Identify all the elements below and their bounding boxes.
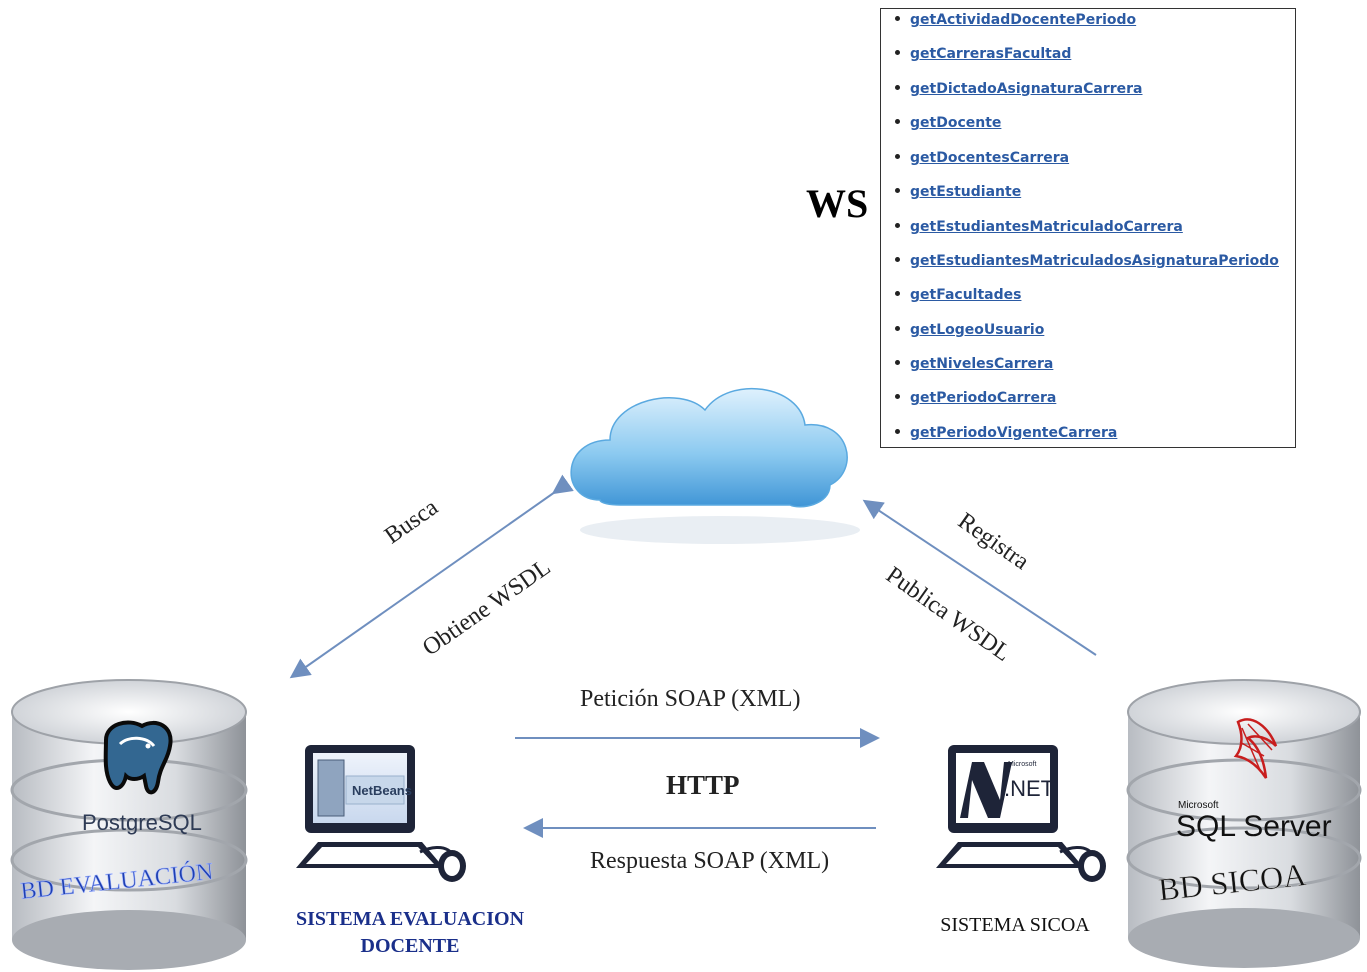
ws-method-item[interactable]: getDocente — [895, 112, 1001, 134]
right-database-icon — [1126, 679, 1362, 968]
net-screen-text: .NET — [1004, 776, 1054, 801]
ws-method-item[interactable]: getDocentesCarrera — [895, 147, 1069, 169]
ws-method-item[interactable]: getNivelesCarrera — [895, 353, 1053, 375]
cloud-icon — [570, 387, 860, 544]
left-system-name-line2: DOCENTE — [360, 935, 460, 957]
left-computer-icon — [296, 745, 466, 882]
ws-method-link[interactable]: getDictadoAsignaturaCarrera — [910, 81, 1143, 97]
postgresql-label: PostgreSQL — [82, 810, 202, 835]
left-system-name-line1: SISTEMA EVALUACION — [295, 908, 525, 930]
request-label: Petición SOAP (XML) — [580, 686, 801, 712]
right-system-label: SISTEMA SICOA — [940, 914, 1090, 936]
ws-method-item[interactable]: getCarrerasFacultad — [895, 43, 1071, 65]
netbeans-screen-text: NetBeans — [352, 783, 412, 798]
right-computer-icon — [936, 745, 1106, 882]
ws-method-item[interactable]: getPeriodoVigenteCarrera — [895, 422, 1117, 444]
ws-method-item[interactable]: getPeriodoCarrera — [895, 387, 1056, 409]
ws-method-item[interactable]: getEstudiantesMatriculadoCarrera — [895, 216, 1183, 238]
ws-method-item[interactable]: getFacultades — [895, 284, 1021, 306]
ws-method-link[interactable]: getLogeoUsuario — [910, 322, 1045, 338]
ws-method-item[interactable]: getEstudiantesMatriculadosAsignaturaPeri… — [895, 250, 1279, 272]
left-system-label: SISTEMA EVALUACION DOCENTE — [280, 908, 540, 958]
sql-server-logo-icon — [1233, 718, 1278, 779]
response-label: Respuesta SOAP (XML) — [590, 848, 830, 874]
right-diagonal-arrow — [862, 499, 1097, 656]
left-diagonal-arrow — [289, 474, 574, 679]
ws-method-link[interactable]: getEstudiantesMatriculadosAsignaturaPeri… — [910, 253, 1279, 269]
ws-method-link[interactable]: getActividadDocentePeriodo — [910, 12, 1137, 28]
ws-methods-panel: getActividadDocentePeriodo getCarrerasFa… — [880, 8, 1296, 448]
sql-server-label: SQL Server — [1176, 810, 1332, 843]
ws-method-item[interactable]: getActividadDocentePeriodo — [895, 9, 1136, 31]
left-database-icon — [10, 679, 248, 970]
postgresql-elephant-icon — [103, 720, 173, 795]
protocol-label: HTTP — [666, 770, 740, 800]
ws-method-link[interactable]: getDocentesCarrera — [910, 150, 1070, 166]
ws-method-link[interactable]: getNivelesCarrera — [910, 356, 1054, 372]
ws-method-link[interactable]: getCarrerasFacultad — [910, 46, 1072, 62]
ws-method-link[interactable]: getEstudiantesMatriculadoCarrera — [910, 219, 1183, 235]
net-screen-small-text: Microsoft — [1008, 761, 1036, 768]
ws-method-link[interactable]: getEstudiante — [910, 184, 1022, 200]
sql-server-small-label: Microsoft — [1178, 800, 1219, 811]
ws-method-link[interactable]: getPeriodoCarrera — [910, 390, 1057, 406]
ws-method-link[interactable]: getFacultades — [910, 287, 1022, 303]
ws-label: WS — [806, 181, 869, 226]
ws-method-item[interactable]: getDictadoAsignaturaCarrera — [895, 78, 1143, 100]
ws-method-item[interactable]: getEstudiante — [895, 181, 1021, 203]
ws-method-link[interactable]: getPeriodoVigenteCarrera — [910, 425, 1118, 441]
ws-method-item[interactable]: getLogeoUsuario — [895, 319, 1044, 341]
ws-method-link[interactable]: getDocente — [910, 115, 1002, 131]
